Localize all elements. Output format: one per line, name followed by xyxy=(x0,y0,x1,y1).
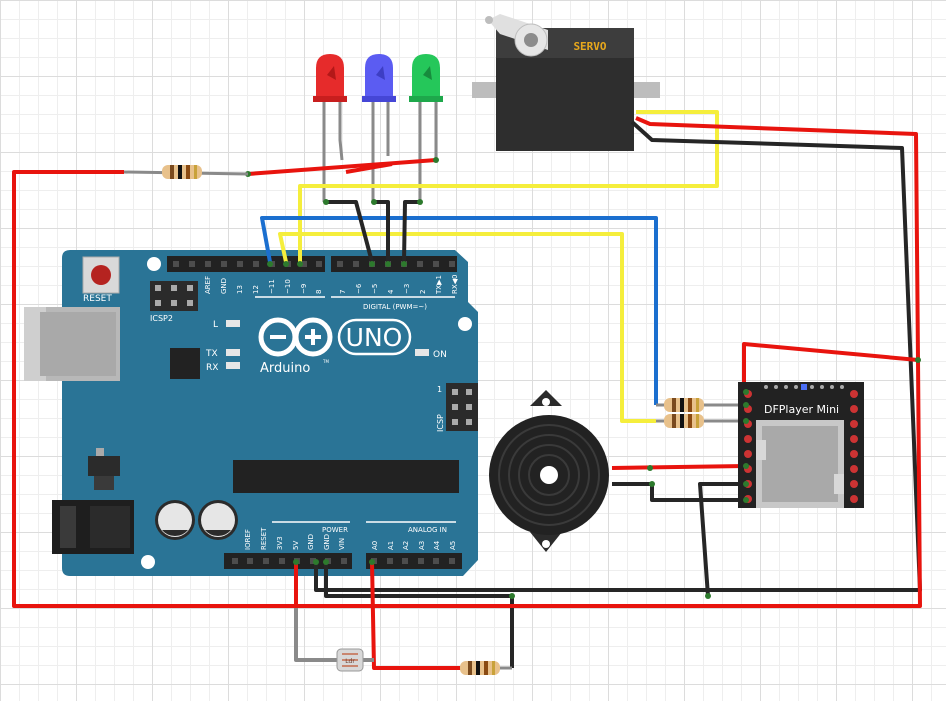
pin-label: AREF xyxy=(204,276,212,294)
board-leds xyxy=(226,320,429,369)
led-l-label: L xyxy=(213,320,218,330)
pin-label: RX◀0 xyxy=(451,275,459,295)
pin-label: VIN xyxy=(338,538,346,550)
wire-gray xyxy=(294,608,340,662)
resistor xyxy=(460,661,512,675)
reset-button xyxy=(82,256,120,294)
servo-label: SERVO xyxy=(573,40,606,53)
atmega-chip xyxy=(233,460,459,493)
power-label: POWER xyxy=(322,526,348,534)
pin-label: ~9 xyxy=(300,284,308,294)
pin-label: 12 xyxy=(252,285,260,294)
wire-black xyxy=(612,482,746,502)
pin-label: A1 xyxy=(387,541,395,550)
pin-label: IOREF xyxy=(244,529,252,550)
led-on-label: ON xyxy=(433,350,447,360)
piezo-buzzer xyxy=(489,390,609,552)
wire-black xyxy=(324,200,374,263)
pin-label: RESET xyxy=(260,527,268,550)
pin-label: 2 xyxy=(419,290,427,294)
pin-label: 7 xyxy=(339,290,347,294)
reset-label: RESET xyxy=(83,294,112,304)
trademark-text: TM xyxy=(322,359,329,364)
wire-yellow xyxy=(278,232,656,423)
digital-label: DIGITAL (PWM=~) xyxy=(363,303,427,311)
blue-led xyxy=(362,54,396,202)
photoresistor-label: Ldr xyxy=(345,658,355,665)
wire-blue xyxy=(260,216,658,405)
icsp-pin1-label: 1 xyxy=(437,385,442,394)
dfplayer-module xyxy=(738,382,864,508)
usb-chip xyxy=(170,348,200,379)
wire-black xyxy=(698,482,746,597)
pin-label: GND xyxy=(323,534,331,550)
wire-red xyxy=(370,561,464,670)
analog-label: ANALOG IN xyxy=(408,526,447,534)
mounting-hole xyxy=(141,555,155,569)
wire-black xyxy=(402,200,420,263)
digital-header xyxy=(167,256,457,272)
arduino-logo xyxy=(258,317,412,357)
voltage-regulator xyxy=(88,448,120,490)
wire-red xyxy=(12,170,922,608)
pin-label: 4 xyxy=(387,289,395,294)
wire-junctions xyxy=(245,157,921,599)
wire-red xyxy=(611,464,747,470)
wire-red xyxy=(635,116,920,361)
wire-red xyxy=(742,342,919,392)
wire-black xyxy=(373,200,390,262)
wire-yellow xyxy=(298,110,719,262)
wire-red xyxy=(345,162,393,174)
led-rx-label: RX xyxy=(206,363,218,373)
pin-label: A2 xyxy=(402,541,410,550)
resistor xyxy=(123,165,249,179)
icsp-label: ICSP xyxy=(436,414,445,432)
uno-logo-text: UNO xyxy=(346,323,403,352)
led-tx-label: TX xyxy=(205,349,218,359)
usb-connector xyxy=(24,307,120,381)
wire-black xyxy=(314,120,922,592)
pin-label: GND xyxy=(307,534,315,550)
pin-label: 5V xyxy=(292,541,300,550)
servo-motor xyxy=(472,14,660,151)
pin-label: ~10 xyxy=(284,279,292,294)
wire-red xyxy=(247,158,437,176)
resistor xyxy=(656,398,746,412)
pin-label: 13 xyxy=(236,285,244,294)
dfplayer-wire-ends xyxy=(743,389,749,503)
pin-label: A4 xyxy=(433,540,441,550)
pin-label: ~5 xyxy=(371,284,379,294)
mounting-hole xyxy=(147,257,161,271)
dfplayer-label: DFPlayer Mini xyxy=(764,403,839,416)
photoresistor xyxy=(336,648,364,672)
pin-label: ~6 xyxy=(355,283,363,294)
pin-label: ~11 xyxy=(268,279,276,294)
pin-label: 8 xyxy=(315,290,323,294)
mounting-hole xyxy=(458,317,472,331)
capacitor xyxy=(155,500,195,540)
capacitor xyxy=(198,500,238,540)
green-led xyxy=(409,54,443,202)
icsp2-label: ICSP2 xyxy=(150,314,173,323)
pin-label: A5 xyxy=(449,541,457,550)
wire-black xyxy=(324,562,514,668)
pin-label: ~3 xyxy=(403,284,411,294)
pin-label: A0 xyxy=(371,541,379,550)
pin-label: A3 xyxy=(418,541,426,550)
arduino-brand-text: Arduino xyxy=(260,361,310,376)
power-analog-header xyxy=(224,553,462,569)
resistor xyxy=(656,414,746,428)
power-jack xyxy=(52,500,134,554)
red-led xyxy=(313,54,347,202)
icsp2-header xyxy=(150,281,198,311)
pin-label: GND xyxy=(220,278,228,294)
pin-label: TX▶1 xyxy=(435,275,443,295)
icsp-header xyxy=(446,383,478,431)
pin-label: 3V3 xyxy=(276,536,284,550)
arduino-board: RESET ICSP2 L TX RX ON xyxy=(24,250,478,576)
